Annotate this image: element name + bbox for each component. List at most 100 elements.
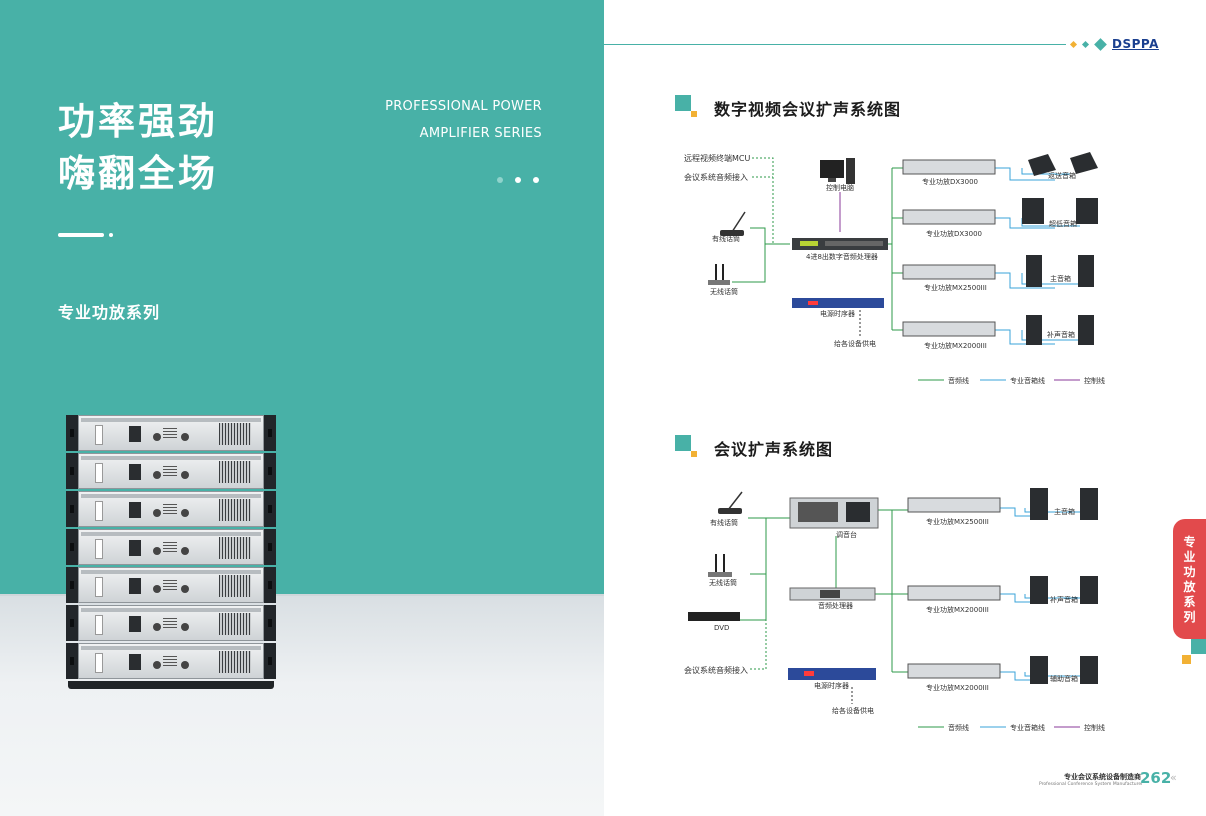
section1-diagram: 远程视频终端MCU 会议系统音频接入 有线话筒 无线话筒 控制电脑 4进8出数字… xyxy=(684,152,1105,385)
processor-icon xyxy=(792,238,888,250)
label-amp1-2: 专业功放MX2500III xyxy=(926,517,989,526)
rack-amplifier-unit xyxy=(66,643,276,679)
hero-english-line2: AMPLIFIER SERIES xyxy=(419,126,542,141)
computer-icon xyxy=(820,158,855,184)
label-spk3-2: 辅助音箱 xyxy=(1050,674,1078,683)
section2-icon xyxy=(675,435,699,459)
label-amp4: 专业功放MX2000III xyxy=(924,341,987,350)
label-mcu: 远程视频终端MCU xyxy=(684,153,750,163)
dotted-lines-1 xyxy=(752,157,774,244)
label-sequencer: 电源时序器 xyxy=(820,309,855,318)
brand-logo: DSPPA xyxy=(1112,37,1159,51)
amplifier-icons-2 xyxy=(907,497,1001,679)
hero-title-line2: 嗨翻全场 xyxy=(58,152,218,195)
legend-control: 控制线 xyxy=(1084,376,1105,385)
legend-control-2: 控制线 xyxy=(1084,723,1105,732)
label-amp2: 专业功放DX3000 xyxy=(926,229,982,238)
legend-audio: 音频线 xyxy=(948,376,969,385)
legend-audio-2: 音频线 xyxy=(948,723,969,732)
side-tab-char: 功 xyxy=(1183,565,1196,579)
hero-subtitle: 专业功放系列 xyxy=(58,303,161,322)
amplifier-rack-image xyxy=(66,415,276,691)
label-spk3: 主音箱 xyxy=(1050,274,1071,283)
cover-panel: 功率强劲 嗨翻全场 PROFESSIONAL POWER AMPLIFIER S… xyxy=(0,0,604,816)
section2-title: 会议扩声系统图 xyxy=(714,440,834,459)
rack-amplifier-unit xyxy=(66,415,276,451)
label-amp2-2: 专业功放MX2000III xyxy=(926,605,989,614)
rack-amplifier-unit xyxy=(66,453,276,489)
side-tab-label: 专业功放系列 xyxy=(1173,535,1206,625)
label-wireless-mic-2: 无线话筒 xyxy=(709,578,737,587)
rack-amplifier-unit xyxy=(66,567,276,603)
legend-speaker: 专业音箱线 xyxy=(1010,376,1045,385)
speaker-icons-1 xyxy=(1022,152,1098,345)
label-sequencer-2: 电源时序器 xyxy=(814,681,849,690)
label-amp1: 专业功放DX3000 xyxy=(922,177,978,186)
hero-english: PROFESSIONAL POWER AMPLIFIER SERIES xyxy=(385,93,542,147)
hero-title-line1: 功率强劲 xyxy=(58,100,218,143)
section2-diagram: 有线话筒 无线话筒 DVD 会议系统音频接入 调音台 音频处理器 电源时序器 给… xyxy=(684,488,1105,732)
label-power: 给各设备供电 xyxy=(834,339,876,348)
label-spk4: 补声音箱 xyxy=(1047,330,1075,339)
diamond-teal-small xyxy=(1081,40,1090,49)
wireless-mic-icon xyxy=(708,264,730,285)
floor-line xyxy=(0,594,604,597)
diamond-orange xyxy=(1069,40,1078,49)
speaker-icons-2 xyxy=(1030,488,1098,684)
label-power-2: 给各设备供电 xyxy=(832,706,874,715)
label-wireless-mic: 无线话筒 xyxy=(710,287,738,296)
side-decor-teal xyxy=(1191,639,1206,654)
page-number: 262 xyxy=(1140,769,1172,787)
side-tab-char: 系 xyxy=(1183,595,1196,609)
carousel-dot xyxy=(533,177,539,183)
label-spk2: 超低音箱 xyxy=(1049,219,1077,228)
amplifier-icons-1 xyxy=(902,159,996,337)
label-wired-mic-2: 有线话筒 xyxy=(710,518,738,527)
label-spk1-2: 主音箱 xyxy=(1054,507,1075,516)
label-dvd: DVD xyxy=(714,624,729,632)
carousel-dots xyxy=(497,177,539,183)
side-tab-char: 业 xyxy=(1183,550,1196,564)
footer-company-cn: 专业会议系统设备制造商 xyxy=(1064,773,1141,781)
mixer-icon xyxy=(789,497,879,529)
side-tab-char: 专 xyxy=(1183,535,1196,549)
section1-icon xyxy=(675,95,699,119)
side-tab-char: 放 xyxy=(1183,580,1196,594)
side-decor-orange xyxy=(1182,655,1191,664)
sequencer-icon-2 xyxy=(788,668,876,680)
processor-icon-2 xyxy=(789,587,876,601)
label-pc: 控制电脑 xyxy=(826,183,854,192)
rack-amplifier-unit xyxy=(66,491,276,527)
carousel-dot xyxy=(497,177,503,183)
rack-base xyxy=(68,681,274,689)
label-mixer: 调音台 xyxy=(836,530,857,539)
label-spk1: 返送音箱 xyxy=(1048,171,1076,180)
decor-dot xyxy=(109,233,113,237)
label-amp3-2: 专业功放MX2000III xyxy=(926,683,989,692)
section1-title: 数字视频会议扩声系统图 xyxy=(714,100,902,119)
label-conf-audio-2: 会议系统音频接入 xyxy=(684,665,748,675)
speaker-lines-2 xyxy=(1000,507,1080,681)
rack-amplifier-unit xyxy=(66,529,276,565)
label-amp3: 专业功放MX2500III xyxy=(924,283,987,292)
side-tab-category[interactable]: 专业功放系列 xyxy=(1173,519,1206,639)
dvd-icon xyxy=(688,612,740,621)
label-spk2-2: 补声音箱 xyxy=(1050,595,1078,604)
rack-amplifier-unit xyxy=(66,605,276,641)
decor-dash xyxy=(58,233,104,237)
label-processor-2: 音频处理器 xyxy=(818,601,853,610)
wired-mic-icon xyxy=(720,211,746,236)
label-wired-mic: 有线话筒 xyxy=(712,234,740,243)
sequencer-icon xyxy=(792,298,884,308)
diamond-teal-large xyxy=(1094,38,1107,51)
hero-english-line1: PROFESSIONAL POWER xyxy=(385,99,542,114)
page-arrows-icon[interactable]: « xyxy=(1170,771,1177,784)
footer-company-en: Professional Conference System Manufactu… xyxy=(1039,782,1143,787)
hero-title: 功率强劲 嗨翻全场 xyxy=(58,96,218,200)
wired-mic-icon-2 xyxy=(718,491,743,514)
side-tab-char: 列 xyxy=(1183,610,1196,624)
label-processor: 4进8出数字音频处理器 xyxy=(806,252,878,261)
dotted-lines-2 xyxy=(750,620,767,670)
label-conf-audio: 会议系统音频接入 xyxy=(684,172,748,182)
legend-speaker-2: 专业音箱线 xyxy=(1010,723,1045,732)
